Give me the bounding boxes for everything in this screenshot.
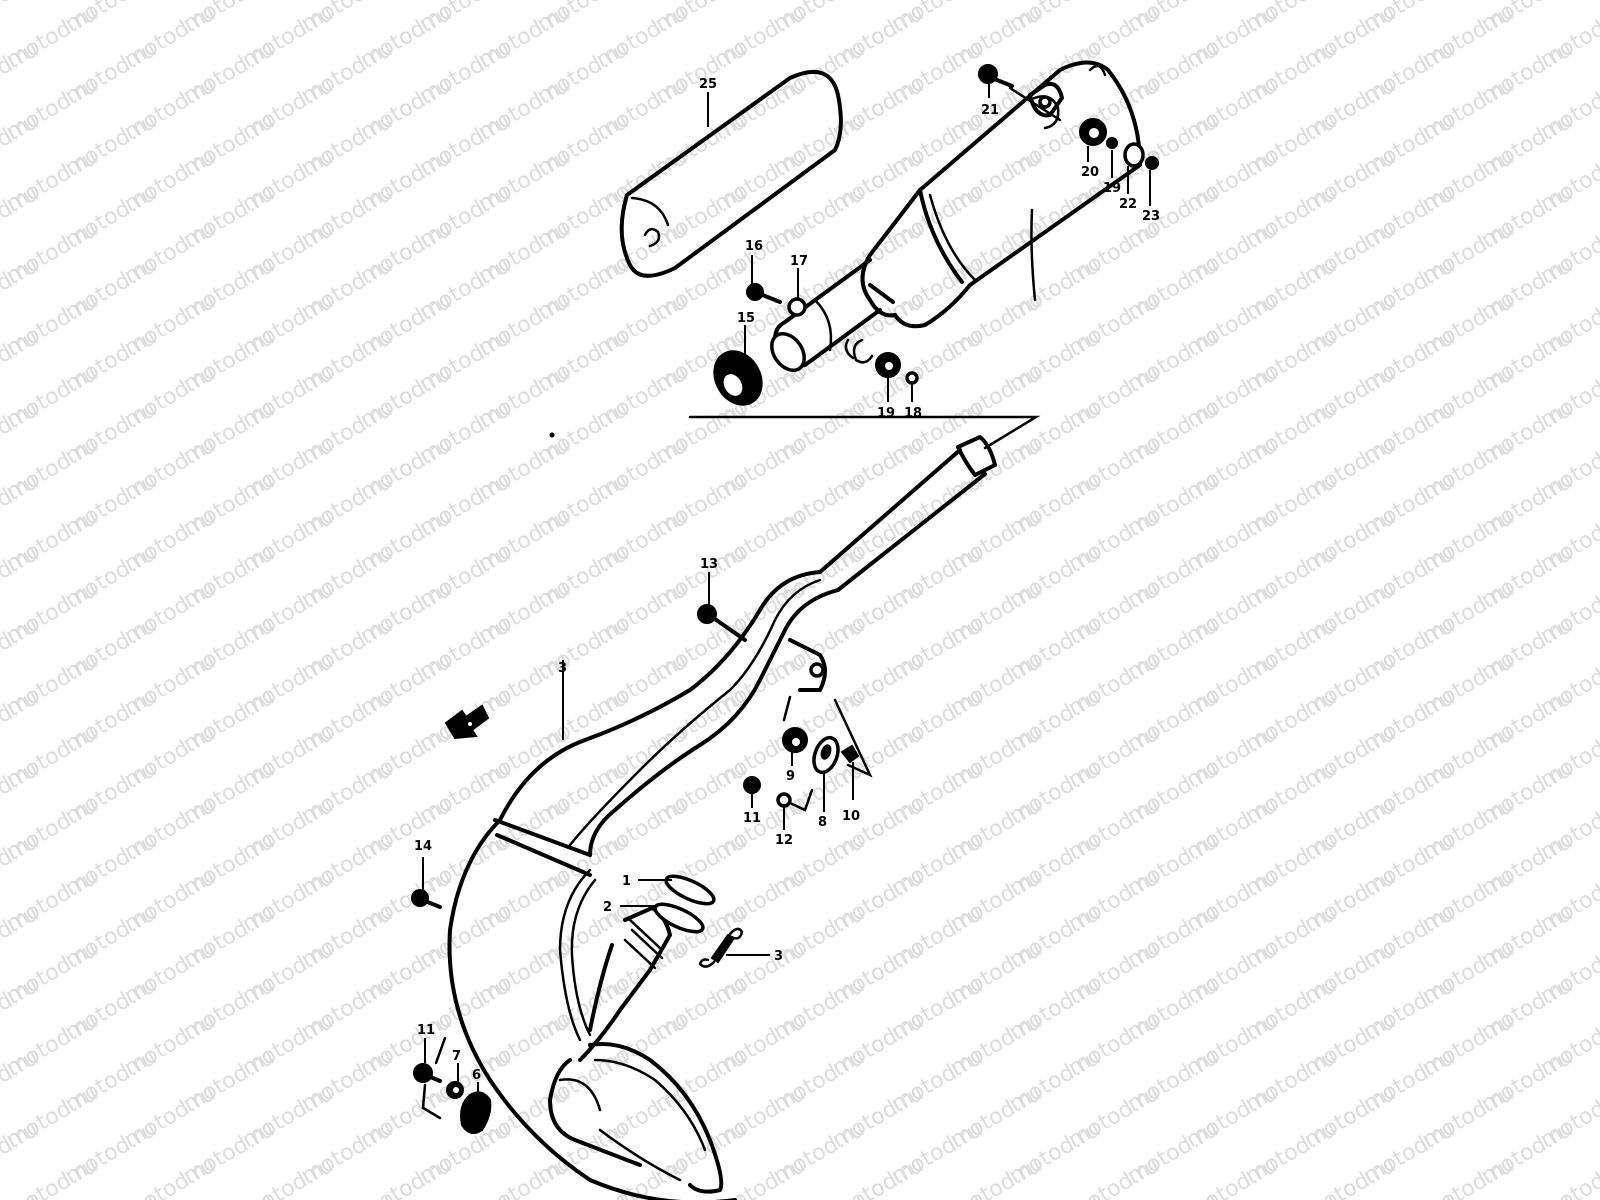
watermark-text: motod.ru: [887, 1189, 987, 1200]
washer-17-part: [787, 297, 807, 317]
watermark-text: motod.ru: [2, 1153, 102, 1200]
watermark-text: motod.ru: [356, 1153, 456, 1200]
watermark-text: motod.ru: [1300, 1153, 1400, 1200]
watermark-text: motod.ru: [61, 1189, 161, 1200]
watermark-text: motod.ru: [1182, 1153, 1282, 1200]
watermark-text: motod.ru: [120, 1153, 220, 1200]
watermark-text: motod.ru: [179, 1189, 279, 1200]
watermark-text: motod.ru: [1123, 1189, 1223, 1200]
bolt-16-part: [746, 283, 782, 304]
watermark-text: motod.ru: [1005, 1189, 1105, 1200]
silencer-cover-part: [619, 69, 843, 278]
label-23: 22: [1119, 197, 1137, 212]
label-25: 25: [699, 77, 717, 92]
watermark-text: motod.ru: [1595, 0, 1600, 37]
watermark-text: motod.ru: [828, 1153, 928, 1200]
silencer-body-part: [770, 60, 1142, 372]
cushion-19-part: [844, 338, 919, 385]
label-1: 1: [622, 874, 631, 889]
label-20: 19: [1103, 181, 1121, 196]
expansion-chamber-part: [447, 435, 997, 1200]
watermark-text: motod.ru: [297, 1189, 397, 1200]
watermark-text: motod.ru: [1241, 1189, 1341, 1200]
label-9: 9: [786, 769, 795, 784]
label-2: 2: [603, 900, 612, 915]
label-17: 17: [790, 254, 808, 269]
silencer-seal-part: [713, 350, 763, 406]
lower-hardware: [413, 1036, 492, 1135]
watermark-text: motod.ru: [1418, 1153, 1518, 1200]
bolt-13-part: [697, 604, 747, 642]
label-11a: 11: [743, 811, 761, 826]
label-8: 8: [818, 815, 827, 830]
label-10: 10: [842, 809, 860, 824]
label-7: 7: [452, 1049, 461, 1064]
spring-part: [698, 927, 744, 968]
watermark-text: motod.ru: [0, 1189, 43, 1200]
watermark-text: motod.ru: [1359, 1189, 1459, 1200]
label-14: 14: [414, 839, 432, 854]
assembly-reference-line: [688, 415, 1041, 450]
watermark-text: motod.ru: [1536, 1153, 1600, 1200]
label-3: 3: [558, 661, 567, 676]
ink-dot: [549, 432, 555, 438]
label-16: 16: [745, 239, 763, 254]
watermark-text: motod.ru: [710, 1153, 810, 1200]
label-13: 13: [700, 557, 718, 572]
watermark-text: motod.ru: [769, 1189, 869, 1200]
watermark-text: motod.ru: [474, 1153, 574, 1200]
front-direction-arrow-icon: [444, 704, 490, 740]
label-18: 18: [904, 406, 922, 421]
label-15: 15: [737, 311, 755, 326]
rear-mount-hardware: [978, 64, 1159, 170]
watermark-text: motod.ru: [1477, 1189, 1577, 1200]
watermark-text: motod.ru: [1064, 1153, 1164, 1200]
label-6: 6: [472, 1068, 481, 1083]
label-22: 21: [981, 103, 999, 118]
watermark-text: motod.ru: [238, 1153, 338, 1200]
label-11b: 11: [417, 1023, 435, 1038]
mount-cluster: [743, 695, 873, 812]
watermark-text: motod.ru: [946, 1153, 1046, 1200]
watermark-text: motod.ru: [415, 1189, 515, 1200]
label-3-spring: 3: [774, 949, 783, 964]
bolt-14-part: [411, 889, 442, 909]
label-21: 20: [1081, 165, 1099, 180]
label-24: 23: [1142, 209, 1160, 224]
label-12: 12: [775, 833, 793, 848]
label-19: 19: [877, 406, 895, 421]
